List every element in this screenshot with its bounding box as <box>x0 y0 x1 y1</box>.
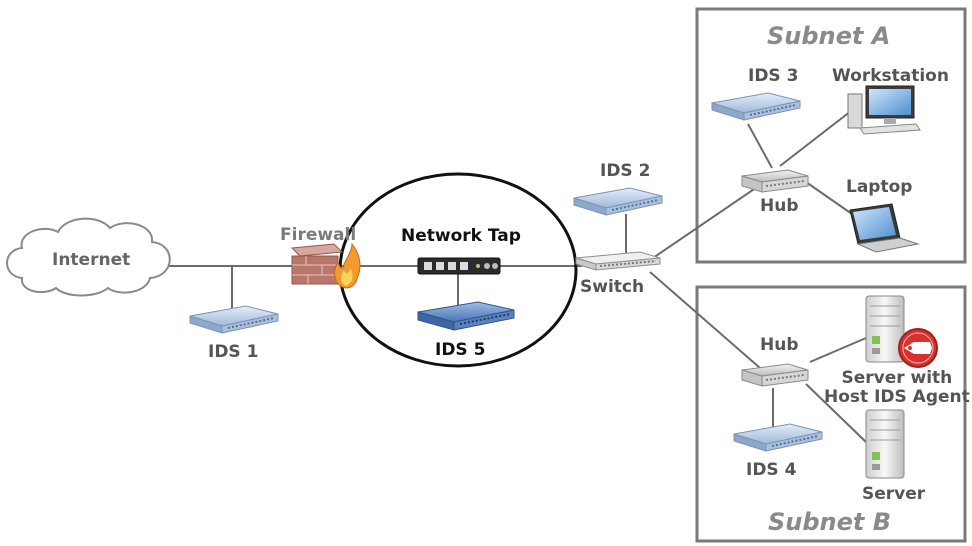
hub-b-icon <box>741 363 809 387</box>
server-host-ids-label: Server with Host IDS Agent <box>824 368 970 407</box>
link-switch-hub-b <box>649 271 761 369</box>
server-label: Server <box>862 484 926 504</box>
firewall-icon <box>290 242 361 289</box>
ids5-label: IDS 5 <box>435 340 486 360</box>
connections <box>168 103 867 443</box>
network-tap-label: Network Tap <box>401 226 521 246</box>
ids3-device-icon <box>711 92 801 121</box>
network-tap-icon <box>417 257 501 275</box>
workstation-icon <box>847 85 921 135</box>
link-hub-b-server2 <box>805 383 867 443</box>
link-switch-hub-a <box>649 182 764 261</box>
server-host-ids-icon <box>865 295 905 363</box>
link-ids3-hub-a <box>747 123 773 169</box>
server-icon <box>865 409 905 479</box>
ids5-device-icon <box>417 301 515 331</box>
ids4-label: IDS 4 <box>746 460 797 480</box>
ids1-label: IDS 1 <box>208 342 259 362</box>
subnet-a-title: Subnet A <box>767 22 891 50</box>
hub-b-label: Hub <box>760 335 799 355</box>
firewall-label: Firewall <box>280 225 357 245</box>
link-hub-a-laptop <box>805 181 853 215</box>
switch-label: Switch <box>580 277 645 297</box>
link-hub-a-workstation <box>779 103 861 167</box>
ids4-device-icon <box>733 423 823 452</box>
subnet-b-title: Subnet B <box>768 508 892 536</box>
laptop-icon <box>849 203 920 253</box>
hub-a-icon <box>741 169 809 193</box>
ids2-device-icon <box>573 187 663 216</box>
ids2-label: IDS 2 <box>600 161 651 181</box>
cloud-icon <box>6 217 171 297</box>
laptop-label: Laptop <box>846 177 913 197</box>
switch-icon <box>575 251 661 271</box>
link-hub-b-server1 <box>809 337 867 363</box>
subnet-a-box <box>695 7 967 264</box>
subnet-b-box <box>695 285 967 543</box>
host-ids-agent-badge-icon <box>898 328 938 368</box>
ids3-label: IDS 3 <box>748 66 799 86</box>
internet-label: Internet <box>52 250 131 270</box>
hub-a-label: Hub <box>760 196 799 216</box>
workstation-label: Workstation <box>832 66 949 86</box>
ids1-device-icon <box>189 305 279 334</box>
